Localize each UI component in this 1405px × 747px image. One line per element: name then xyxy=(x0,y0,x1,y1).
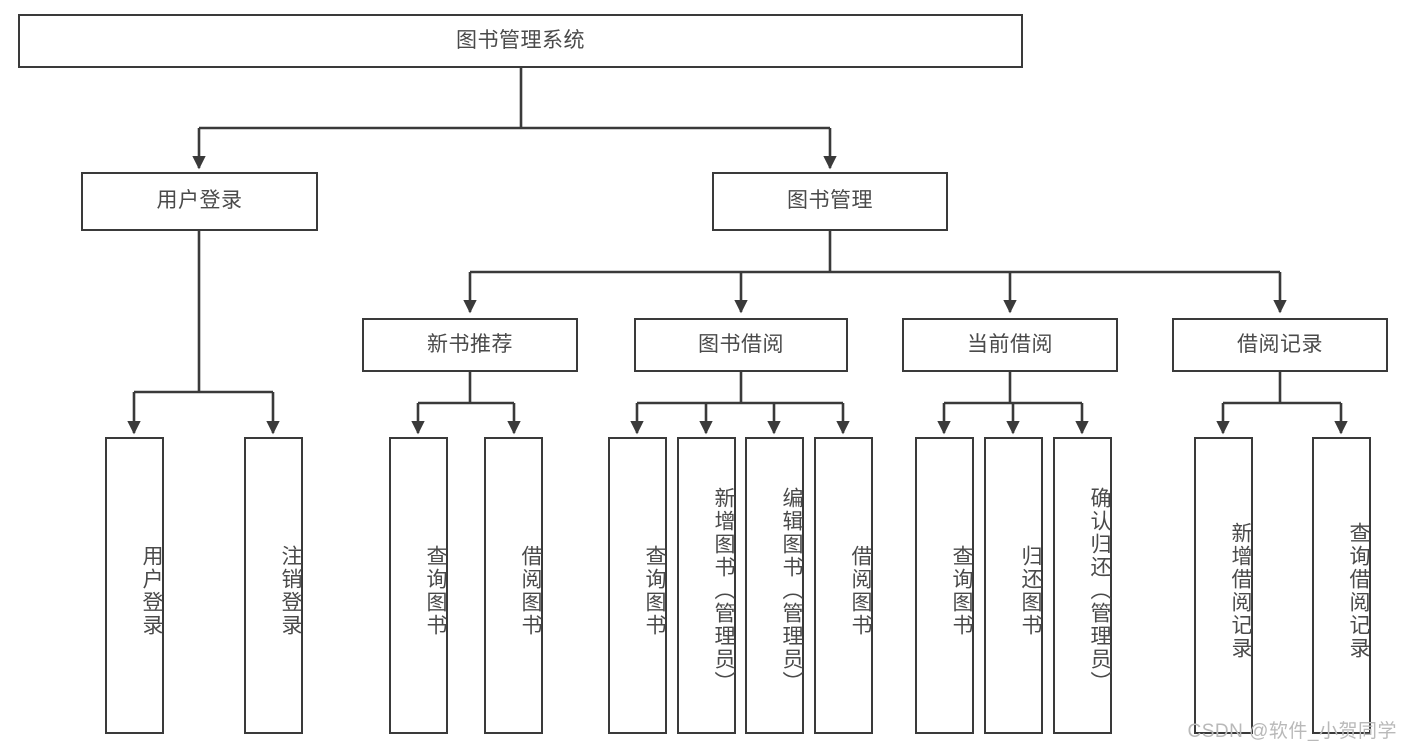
node-leaf-edit-book-label: 编辑图书（管理员） xyxy=(780,487,803,694)
node-leaf-borrow-book-2-label: 借阅图书 xyxy=(849,544,872,637)
node-leaf-query-book-3[interactable]: 查询图书 xyxy=(915,437,974,734)
node-leaf-return-book[interactable]: 归还图书 xyxy=(984,437,1043,734)
csdn-watermark: CSDN @软件_小贺同学 xyxy=(1187,721,1397,742)
node-leaf-query-book-1[interactable]: 查询图书 xyxy=(389,437,448,734)
node-leaf-query-book-1-label: 查询图书 xyxy=(424,544,447,637)
node-leaf-return-book-label: 归还图书 xyxy=(1019,544,1042,637)
node-leaf-borrow-book-1[interactable]: 借阅图书 xyxy=(484,437,543,734)
node-leaf-query-book-2-label: 查询图书 xyxy=(643,544,666,637)
node-leaf-user-login[interactable]: 用户登录 xyxy=(105,437,164,734)
node-leaf-add-record-label: 新增借阅记录 xyxy=(1229,521,1252,660)
node-leaf-logout[interactable]: 注销登录 xyxy=(244,437,303,734)
node-leaf-logout-label: 注销登录 xyxy=(279,544,302,637)
node-leaf-query-book-3-label: 查询图书 xyxy=(950,544,973,637)
node-leaf-user-login-label: 用户登录 xyxy=(140,544,163,637)
node-user-login[interactable]: 用户登录 xyxy=(81,172,318,231)
node-current-borrow-label: 当前借阅 xyxy=(967,332,1053,356)
node-borrow-record[interactable]: 借阅记录 xyxy=(1172,318,1388,372)
node-user-login-label: 用户登录 xyxy=(156,189,243,213)
node-book-borrow[interactable]: 图书借阅 xyxy=(634,318,848,372)
node-leaf-confirm-return-label: 确认归还（管理员） xyxy=(1088,487,1111,694)
node-leaf-query-record[interactable]: 查询借阅记录 xyxy=(1312,437,1371,734)
node-book-mgmt-label: 图书管理 xyxy=(787,189,873,213)
node-leaf-add-book[interactable]: 新增图书（管理员） xyxy=(677,437,736,734)
node-leaf-query-record-label: 查询借阅记录 xyxy=(1347,521,1370,660)
node-book-borrow-label: 图书借阅 xyxy=(698,332,784,356)
node-leaf-edit-book[interactable]: 编辑图书（管理员） xyxy=(745,437,804,734)
node-new-book-rec-label: 新书推荐 xyxy=(427,332,513,356)
node-root[interactable]: 图书管理系统 xyxy=(18,14,1023,68)
node-root-label: 图书管理系统 xyxy=(456,28,585,52)
node-leaf-add-book-label: 新增图书（管理员） xyxy=(712,487,735,694)
node-borrow-record-label: 借阅记录 xyxy=(1237,332,1323,356)
node-leaf-confirm-return[interactable]: 确认归还（管理员） xyxy=(1053,437,1112,734)
node-leaf-borrow-book-2[interactable]: 借阅图书 xyxy=(814,437,873,734)
node-leaf-query-book-2[interactable]: 查询图书 xyxy=(608,437,667,734)
node-new-book-rec[interactable]: 新书推荐 xyxy=(362,318,578,372)
node-leaf-borrow-book-1-label: 借阅图书 xyxy=(519,544,542,637)
node-current-borrow[interactable]: 当前借阅 xyxy=(902,318,1118,372)
node-leaf-add-record[interactable]: 新增借阅记录 xyxy=(1194,437,1253,734)
node-book-mgmt[interactable]: 图书管理 xyxy=(712,172,948,231)
